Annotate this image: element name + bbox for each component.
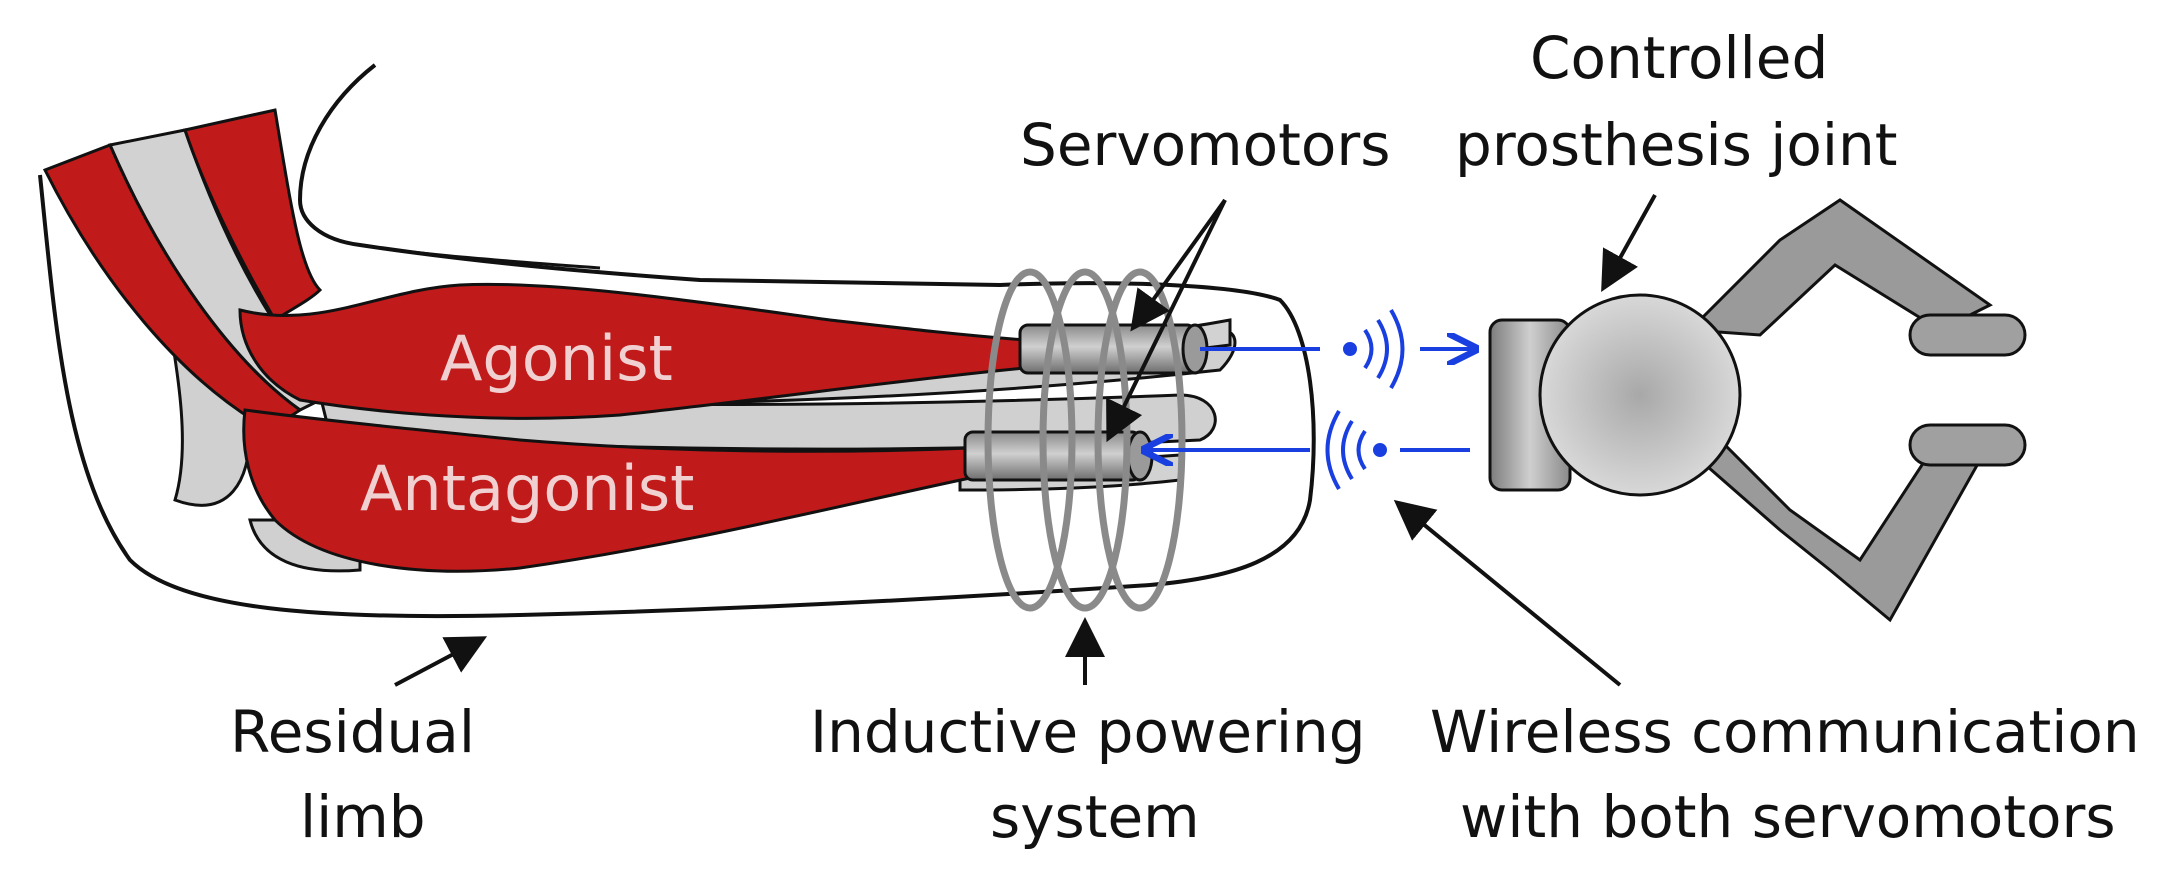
controlled-joint-label-line2: prosthesis joint xyxy=(1455,111,1897,179)
residual-limb-label-line2: limb xyxy=(300,783,426,851)
muscles xyxy=(42,108,1027,573)
wireless-signal-outgoing xyxy=(1200,308,1475,390)
wireless-label-line1: Wireless communication xyxy=(1430,698,2140,766)
servomotors-label: Servomotors xyxy=(1020,111,1390,179)
residual-limb-label-line1: Residual xyxy=(230,698,475,766)
inductive-label-line2: system xyxy=(990,783,1200,851)
antagonist-muscle xyxy=(242,408,972,573)
inductive-label-line1: Inductive powering xyxy=(810,698,1366,766)
antagonist-label: Antagonist xyxy=(360,452,694,525)
inductive-coils xyxy=(984,268,1186,612)
controlled-joint-label-line1: Controlled xyxy=(1530,24,1828,92)
agonist-label: Agonist xyxy=(440,322,673,395)
prosthesis-joint xyxy=(1488,198,2027,623)
wireless-signal-incoming xyxy=(1145,409,1470,491)
pointer-arrows xyxy=(394,194,1657,687)
wireless-label-line2: with both servomotors xyxy=(1460,783,2116,851)
